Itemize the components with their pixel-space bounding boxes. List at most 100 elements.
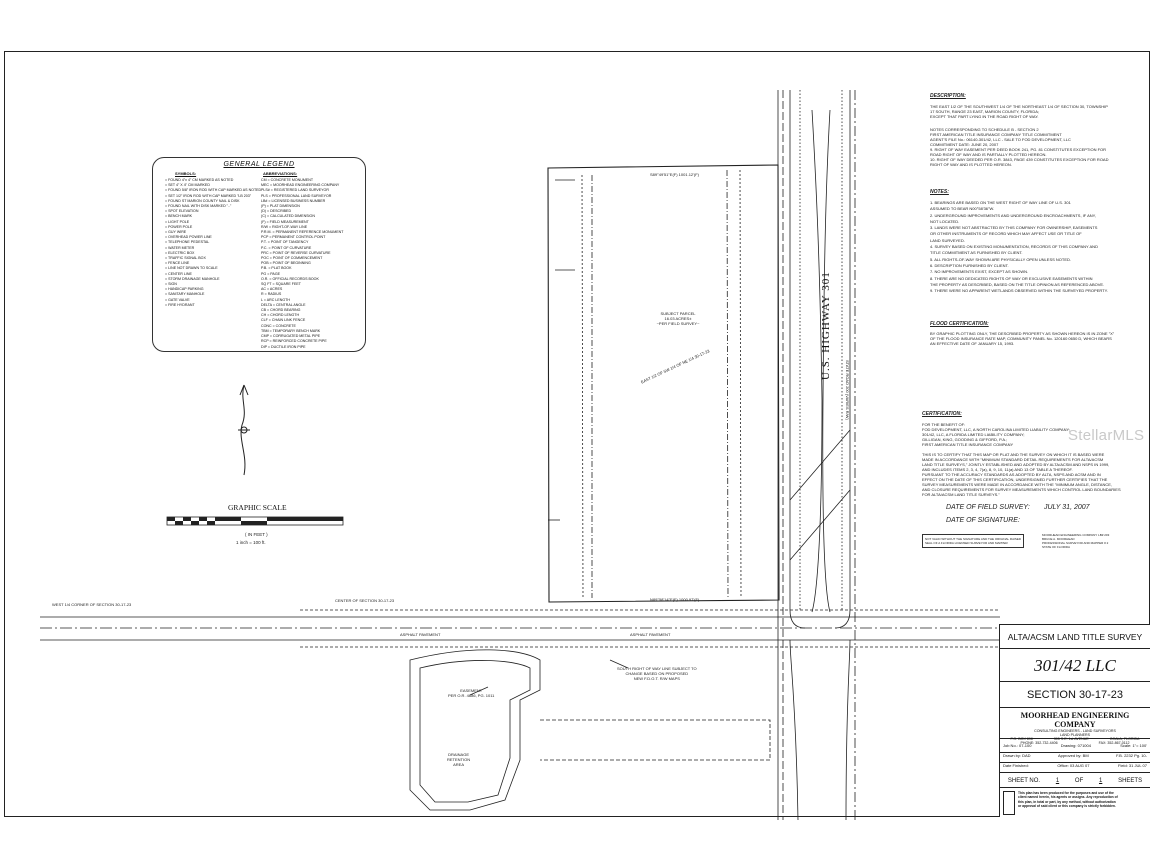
note-line: TITLE COMMITMENT AS FURNISHED BY CLIENT. xyxy=(930,250,1023,256)
legend-abbrev-item: R = RADIUS xyxy=(261,292,282,297)
legend-abbrev-item: CM = CONCRETE MONUMENT xyxy=(261,178,314,182)
disclaimer: This plan has been produced for the purp… xyxy=(1018,791,1118,809)
note-line: 7. NO IMPROVEMENTS EXIST, EXCEPT AS SHOW… xyxy=(930,269,1029,275)
drawn-row: Drawn by: DAD Approved by: BM F.B. 2232 … xyxy=(1000,753,1150,763)
cert-line: FOR ALTA/ACSM LAND TITLE SURVEYS." xyxy=(922,492,1000,497)
schedule-line: RIGHT OF WAY AND IS PLOTTED HEREON. xyxy=(930,162,1012,167)
legend-symbol-item: = ELECTRIC BOX xyxy=(165,250,195,255)
legend-abbrev-item: P.B. = PLAT BOOK xyxy=(261,266,292,271)
survey-sheet xyxy=(4,51,1150,817)
north-bearing: S89°49'51"E(F) 1001.12'(F) xyxy=(650,172,700,177)
legend-abbrev-item: L = ARC LENGTH xyxy=(261,297,290,302)
company-sub2: LAND PLANNERS xyxy=(1060,733,1090,737)
cert-line: SURVEY MEASUREMENTS WERE MADE IN ACCORDA… xyxy=(922,482,1113,487)
easement-label: EASEMENT PER O.R. 4686, PG. 1011 xyxy=(448,688,495,698)
legend-symbol-item: = SIGN xyxy=(165,282,177,287)
cert-line: FOD DEVELOPMENT, LLC, A NORTH CAROLINA L… xyxy=(922,427,1070,432)
note-line: NOT LOCATED. xyxy=(930,218,960,224)
legend-symbol-item: = POWER POLE xyxy=(165,224,193,229)
disclaimer-line: This plan has been produced for the purp… xyxy=(1018,791,1114,795)
retention-label: DRAINAGE RETENTION AREA xyxy=(447,752,471,767)
legend-abbrev-item: CLF = CHAIN LINK FENCE xyxy=(261,318,306,323)
company-sub: CONSULTING ENGINEERS - LAND SURVEYORS xyxy=(1034,729,1116,733)
cert-line: PURSUANT TO THE ACCURACY STANDARDS AS AD… xyxy=(922,472,1101,477)
legend-abbrev-item: (F) = FIELD MEASUREMENT xyxy=(261,219,309,224)
legend-abbrev-item: R/W = RIGHT-OF-WAY LINE xyxy=(261,224,308,229)
disclaimer-line: this plan, in total or part, by any meth… xyxy=(1018,799,1116,804)
seal-left-line: SEAL OF A FLORIDA LICENSED SURVEYOR AND … xyxy=(925,541,1008,545)
note-line: 3. LANDS WERE NOT ABSTRACTED BY THIS COM… xyxy=(930,225,1098,231)
description-text: THE EAST 1/2 OF THE SOUTHWEST 1/4 OF THE… xyxy=(930,104,1108,119)
legend-abbrev-item: (D) = DESCRIBED xyxy=(261,209,292,214)
survey-type: ALTA/ACSM LAND TITLE SURVEY xyxy=(1000,625,1150,649)
legend-abbrev-item: P.T. = POINT OF TANGENCY xyxy=(261,240,309,245)
legend-abbrev-item: CH = CHORD LENGTH xyxy=(261,313,300,318)
seal-left-line: NOT VALID WITHOUT THE SIGNATURE AND THE … xyxy=(925,537,1022,541)
schedule-line: COMMITMENT DATE: JUNE 20, 2007 xyxy=(930,142,999,147)
sheet-row: SHEET NO. 1 OF 1 SHEETS xyxy=(1000,775,1150,788)
legend-symbol-item: = GATE VALVE xyxy=(165,297,190,302)
asphalt-pavement-2: ASPHALT PAVEMENT xyxy=(400,632,441,637)
certification-text: FOR THE BENEFIT OF:FOD DEVELOPMENT, LLC,… xyxy=(922,422,1121,497)
cert-line: 301/42, LLC, A FLORIDA LIMITED LIABILITY… xyxy=(922,432,1025,437)
company-block: MOORHEAD ENGINEERING COMPANY CONSULTING … xyxy=(1000,708,1150,745)
schedule-line: ROAD RIGHT OF WAY AND IS PARTIALLY PLOTT… xyxy=(930,152,1047,157)
company-address: P.O. BOX 898 305 S.E. 1st AVENUE OCALA, … xyxy=(1010,737,1140,741)
cert-line: FOR THE BENEFIT OF: xyxy=(922,422,966,427)
notes-list: 1. BEARINGS ARE BASED ON THE WEST RIGHT … xyxy=(930,200,1108,294)
parcel-label: SUBJECT PARCEL 16.03 ACRES± ~PER FIELD S… xyxy=(656,311,700,326)
legend-abbrev-item: PRC = POINT OF REVERSE CURVATURE xyxy=(261,250,331,255)
field-date-label: DATE OF FIELD SURVEY: xyxy=(946,504,1030,511)
graphic-scale-unit: ( IN FEET ) xyxy=(245,532,268,537)
west-corner-label: WEST 1/4 CORNER OF SECTION 30-17-23 xyxy=(52,602,132,607)
legend-symbol-item: = FENCE LINE xyxy=(165,261,190,266)
legend-symbol-item: = FOUND ST MARION COUNTY NAIL & DISK xyxy=(165,198,240,203)
legend-abbrev-item: POC = POINT OF COMMENCEMENT xyxy=(261,256,323,261)
flood-line: BY GRAPHIC PLOTTING ONLY, THE DESCRIBED … xyxy=(930,331,1115,336)
legend-abbrev-item: DIP = DUCTILE IRON PIPE xyxy=(261,344,306,349)
legend-symbol-item: = BENCH MARK xyxy=(165,214,193,219)
legend-symbol-item: = FOUND 4"x 4" CM MARKED AS NOTED xyxy=(165,178,234,182)
legend-symbol-item: = SET 1/2" IRON ROD WITH CAP MARKED "LB … xyxy=(165,193,252,198)
note-line: 4. SURVEY BASED ON EXISTING MONUMENTATIO… xyxy=(930,244,1098,250)
description-line: 17 SOUTH, RANGE 23 EAST, MARION COUNTY, … xyxy=(930,109,1040,114)
seal-left-note: NOT VALID WITHOUT THE SIGNATURE AND THE … xyxy=(922,534,1025,548)
legend-symbol-item: = OVERHEAD POWER LINE xyxy=(165,235,212,240)
legend-abbrev-item: MEC = MOORHEAD ENGINEERING COMPANY xyxy=(261,183,340,188)
note-line: ASSUMED TO BEAR N00°58'36"W. xyxy=(930,206,995,212)
job-row: Job No.: 07-100 Drawing: 071004 Scale: 1… xyxy=(1000,743,1150,753)
legend-abbrev-item: P.R.M. = PERMANENT REFERENCE MONUMENT xyxy=(261,230,344,235)
legend-abbrev-item: CONC = CONCRETE xyxy=(261,323,296,328)
description-line: THE EAST 1/2 OF THE SOUTHWEST 1/4 OF THE… xyxy=(930,104,1108,109)
legend-abbrev-item: CMP = CORRUGATED METAL PIPE xyxy=(261,334,321,339)
seal-right-line: STATE OF FLORIDA xyxy=(1042,545,1071,549)
schedule-line: NOTES CORRESPONDING TO SCHEDULE B - SECT… xyxy=(930,127,1039,132)
seal-right-line: PROFESSIONAL SURVEYOR AND MAPPER # 2 xyxy=(1042,541,1109,545)
schedule-line: 10. RIGHT OF WAY DEEDED PER O.R. 3843, P… xyxy=(930,157,1109,162)
note-line: OR OTHER INSTRUMENTS OF RECORD WHICH MAY… xyxy=(930,231,1082,237)
note-line: 5. ALL RIGHTS-OF-WAY SHOWN ARE PHYSICALL… xyxy=(930,256,1071,262)
cert-line: LAND TITLE SURVEYS," JOINTLY ESTABLISHED… xyxy=(922,462,1110,467)
legend-abbrev-item: PCP = PERMANENT CONTROL POINT xyxy=(261,235,326,240)
note-line: THE PROPERTY AS DESCRIBED, BASED ON THE … xyxy=(930,281,1105,287)
legend-abbrev-item: LB# = LICENSED BUSINESS NUMBER xyxy=(261,198,326,203)
flood-header: FLOOD CERTIFICATION: xyxy=(930,321,989,327)
asphalt-pavement-1: ASPHALT PAVEMENT xyxy=(630,632,671,637)
legend-abbrev-item: RCP = REINFORCED CONCRETE PIPE xyxy=(261,339,327,344)
legend-abbrev-item: P.C. = POINT OF CURVATURE xyxy=(261,245,312,250)
legend-symbol-item: = WATER METER xyxy=(165,245,195,250)
note-line: 2. UNDERGROUND IMPROVEMENTS AND UNDERGRO… xyxy=(930,212,1096,218)
legend-symbol-item: = TELEPHONE PEDESTAL xyxy=(165,240,210,245)
certification-header: CERTIFICATION: xyxy=(922,411,962,417)
note-line: 6. DESCRIPTION FURNISHED BY CLIENT. xyxy=(930,262,1009,268)
title-block: ALTA/ACSM LAND TITLE SURVEY 301/42 LLC S… xyxy=(999,624,1150,817)
highway-label: U.S. HIGHWAY 301 xyxy=(820,271,832,380)
legend-symbol-item: = LINE NOT DRAWN TO SCALE xyxy=(165,266,218,271)
legend-abbrev-item: POB = POINT OF BEGINNING xyxy=(261,261,311,266)
south-bearing: N89°58'14"E(F) 1000.97'(F) xyxy=(650,597,700,602)
flood-line: AN EFFECTIVE DATE OF JANUARY 15, 1993. xyxy=(930,341,1015,346)
legend-abbrev-item: (C) = CALCULATED DIMENSION xyxy=(261,214,315,219)
legend-symbols-list: = FOUND 4"x 4" CM MARKED AS NOTED= SET 4… xyxy=(165,178,261,308)
